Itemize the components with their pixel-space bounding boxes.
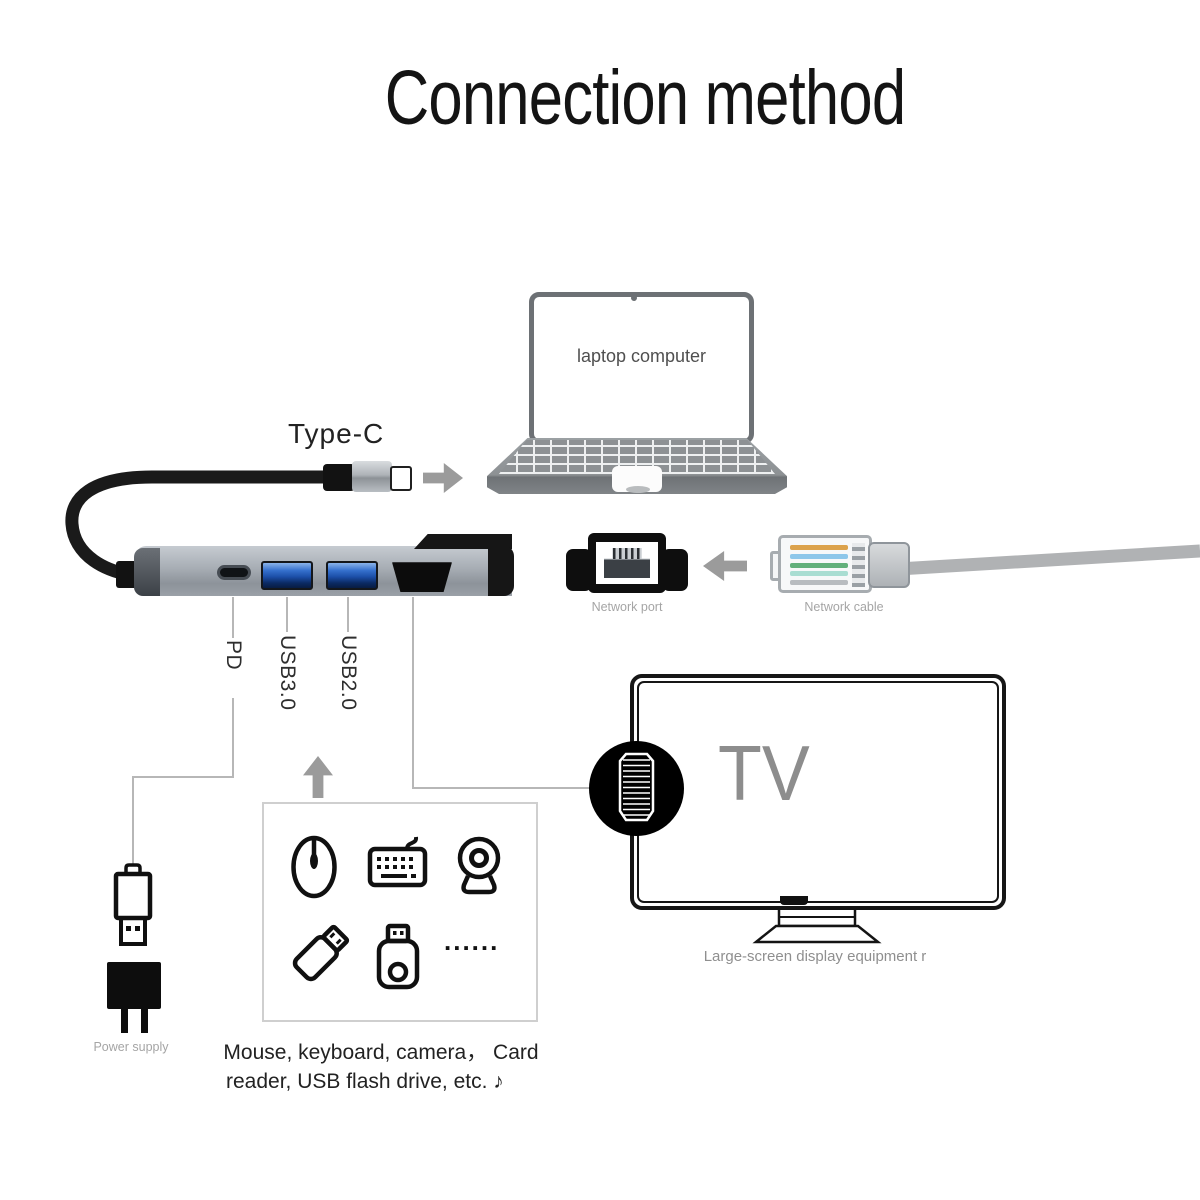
keyboard-icon	[367, 836, 428, 888]
power-prong	[141, 1009, 148, 1033]
hdmi-connector-icon	[618, 752, 655, 822]
ethernet-cable	[897, 544, 1200, 576]
laptop-screen	[529, 292, 754, 444]
power-prong	[121, 1009, 128, 1033]
hdmi-port	[392, 562, 452, 592]
power-supply-label: Power supply	[93, 1040, 169, 1054]
more-devices-ellipsis: ......	[444, 926, 500, 956]
hdmi-connector-badge	[589, 741, 684, 836]
type-c-plug-base	[323, 464, 355, 491]
laptop-hinge	[626, 486, 650, 493]
pd-port-label: PD	[222, 640, 245, 671]
usb3-port-label: USB3.0	[276, 635, 299, 711]
peripherals-caption: Mouse, keyboard, camera， Card reader, US…	[222, 1038, 540, 1096]
hdmi-line-to-tv	[412, 597, 598, 789]
network-port-label: Network port	[591, 600, 663, 614]
hub-left-cap	[134, 548, 160, 596]
usb-adapter-icon	[292, 924, 350, 982]
network-cable-label: Network cable	[804, 600, 884, 614]
tv-notch	[780, 896, 808, 905]
arrow-left-icon	[703, 551, 747, 581]
arrow-right-icon	[423, 463, 463, 493]
usb-flash-drive-icon	[376, 923, 420, 990]
usb-power-plug-icon	[113, 863, 153, 946]
network-cable-icon	[770, 533, 910, 597]
type-c-label: Type-C	[288, 418, 385, 449]
type-c-plug-icon	[352, 461, 392, 492]
usb2-port	[326, 561, 378, 590]
hub-ethernet-housing	[414, 534, 512, 549]
laptop-camera-dot	[631, 295, 637, 301]
tv-screen-text: TV	[717, 729, 810, 817]
power-adapter-icon	[107, 962, 161, 1009]
peripherals-caption-line2: reader, USB flash drive, etc. ♪	[226, 1070, 504, 1093]
arrow-up-icon	[303, 756, 333, 798]
tv-caption: Large-screen display equipment r	[703, 948, 927, 965]
network-port-icon	[566, 533, 688, 597]
hub-right-end	[488, 546, 514, 596]
webcam-icon	[457, 836, 501, 895]
hub-body	[136, 546, 512, 596]
type-c-plug-tip	[390, 466, 412, 491]
usb2-port-label: USB2.0	[337, 635, 360, 711]
laptop-label: laptop computer	[576, 346, 707, 366]
peripherals-caption-line1: Mouse, keyboard, camera， Card	[223, 1041, 539, 1064]
usb3-port	[261, 561, 313, 590]
mouse-icon	[291, 835, 337, 899]
page-title: Connection method	[384, 55, 906, 141]
tv-frame	[630, 674, 1006, 910]
tv-stand	[752, 906, 882, 944]
pd-line-to-power	[132, 698, 234, 864]
usb-c-port	[217, 565, 251, 580]
